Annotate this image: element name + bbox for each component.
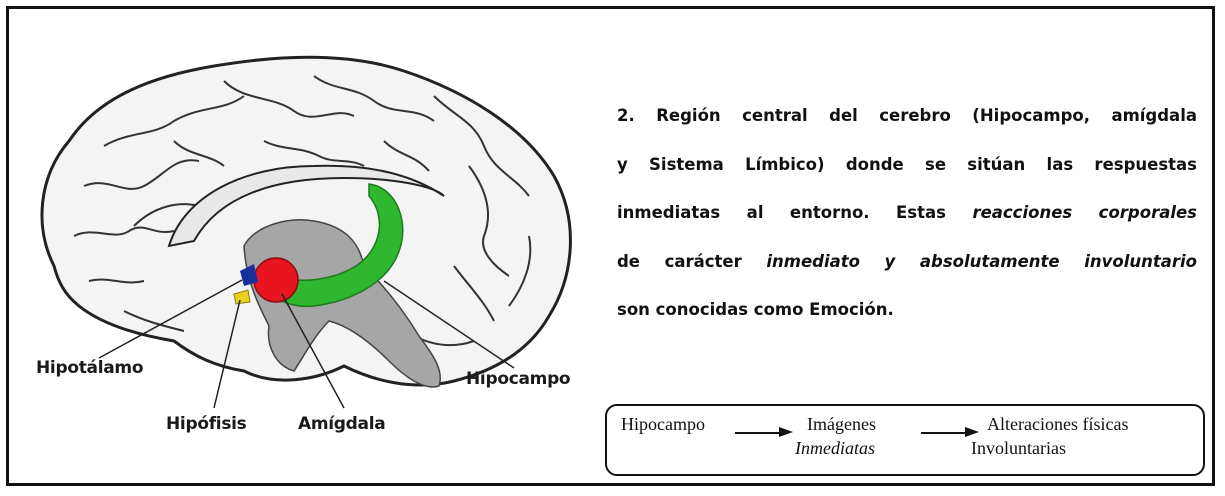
flow-step-2-line-1: Imágenes [807,414,876,434]
arrow-right-icon [735,427,793,437]
line-3-text: inmediatas al entorno. Estas [617,203,946,222]
line-1-text: Región central del cerebro (Hipocampo, a… [656,106,1197,125]
hypothalamus-region [240,264,258,286]
pituitary-region [233,289,251,305]
amygdala-region [253,257,299,303]
hippocampus-region [268,183,404,308]
description-line-4: de carácter inmediato y absolutamente in… [617,238,1197,287]
label-amigdala: Amígdala [298,414,386,434]
flow-step-2-line-2: Inmediatas [795,438,875,458]
arrow-right-icon [921,427,979,437]
description-line-2: y Sistema Límbico) donde se sitúan las r… [617,154,1197,174]
brain-sulci [73,75,532,347]
flow-step-1: Hipocampo [621,414,705,434]
flow-step-3-line-1: Alteraciones físicas [987,414,1129,434]
line-4-emphasis: inmediato y absolutamente involuntario [766,251,1197,271]
label-hipofisis: Hipófisis [166,414,247,434]
description-line-5: son conocidas como Emoción. [617,300,894,319]
flow-diagram: Hipocampo Imágenes Inmediatas Alteracion… [605,404,1205,476]
description-line-1: 2. Región central del cerebro (Hipocampo… [617,92,1197,141]
brain-illustration [40,55,572,409]
leader-lines [98,279,515,409]
brainstem [243,219,441,388]
description-text: 2. Región central del cerebro (Hipocampo… [617,92,1197,335]
label-hipocampo: Hipocampo [466,369,571,389]
flow-step-3-line-2: Involuntarias [971,438,1066,458]
description-line-3: inmediatas al entorno. Estas reacciones … [617,189,1197,238]
line-3-emphasis: reacciones corporales [972,203,1198,222]
corpus-callosum [167,164,445,248]
label-hipotalamo: Hipotálamo [36,358,144,378]
item-number: 2. [617,106,635,125]
brain-diagram: Hipotálamo Hipófisis Amígdala Hipocampo [14,36,604,456]
line-4-text: de carácter [617,251,742,271]
